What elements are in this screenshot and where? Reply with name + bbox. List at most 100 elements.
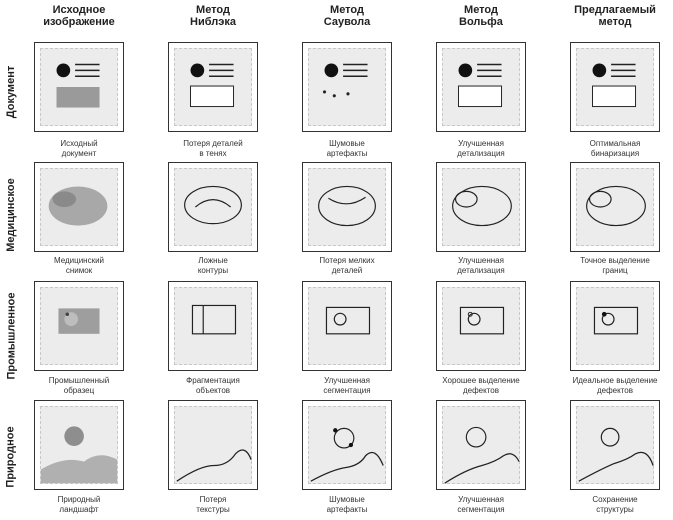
caption-line2: бинаризация — [555, 149, 673, 159]
caption-line1: Шумовые — [287, 495, 407, 505]
thumbnail-natural-niblack — [168, 400, 258, 490]
column-header-line2: Ниблэка — [153, 16, 273, 28]
caption-line2: документ — [19, 149, 139, 159]
thumbnail-document-sauvola — [302, 42, 392, 132]
row-header-label: Документ — [5, 66, 17, 118]
caption-line1: Фрагментация — [153, 376, 273, 386]
caption: Улучшенная сегментация — [287, 376, 407, 396]
caption: Фрагментация объектов — [153, 376, 273, 396]
caption: Исходный документ — [19, 139, 139, 159]
thumbnail-medical-original — [34, 162, 124, 252]
caption: Точное выделение границ — [555, 256, 673, 276]
thumbnail-industrial-wolf — [436, 281, 526, 371]
caption-line2: артефакты — [287, 505, 407, 515]
caption-line2: артефакты — [287, 149, 407, 159]
caption: Хорошее выделение дефектов — [421, 376, 541, 396]
caption: Улучшенная детализация — [421, 139, 541, 159]
caption: Ложные контуры — [153, 256, 273, 276]
column-header-wolf: Метод Вольфа — [421, 4, 541, 28]
thumbnail-natural-sauvola — [302, 400, 392, 490]
caption: Медицинский снимок — [19, 256, 139, 276]
thumbnail-medical-wolf — [436, 162, 526, 252]
row-header-industrial: Промышленное — [3, 281, 19, 391]
thumbnail-medical-sauvola — [302, 162, 392, 252]
caption-line1: Точное выделение — [555, 256, 673, 266]
caption-line1: Улучшенная — [421, 256, 541, 266]
column-header-line1: Исходное — [19, 4, 139, 16]
row-header-label: Природное — [5, 426, 17, 487]
caption-line2: структуры — [555, 505, 673, 515]
thumbnail-industrial-proposed — [570, 281, 660, 371]
column-header-line1: Метод — [421, 4, 541, 16]
caption-line1: Шумовые — [287, 139, 407, 149]
column-header-line1: Метод — [153, 4, 273, 16]
caption-line1: Хорошее выделение — [421, 376, 541, 386]
thumbnail-document-proposed — [570, 42, 660, 132]
thumbnail-medical-niblack — [168, 162, 258, 252]
thumbnail-natural-proposed — [570, 400, 660, 490]
caption-line1: Исходный — [19, 139, 139, 149]
caption: Потеря текстуры — [153, 495, 273, 515]
caption: Идеальное выделение дефектов — [555, 376, 673, 396]
caption-line1: Улучшенная — [421, 139, 541, 149]
thumbnail-natural-wolf — [436, 400, 526, 490]
row-header-natural: Природное — [3, 402, 19, 512]
caption: Промышленный образец — [19, 376, 139, 396]
caption-line1: Оптимальная — [555, 139, 673, 149]
caption-line1: Улучшенная — [287, 376, 407, 386]
caption-line1: Промышленный — [19, 376, 139, 386]
caption-line2: текстуры — [153, 505, 273, 515]
thumbnail-industrial-sauvola — [302, 281, 392, 371]
row-header-label: Промышленное — [5, 293, 17, 380]
caption: Шумовые артефакты — [287, 139, 407, 159]
caption-line1: Медицинский — [19, 256, 139, 266]
caption-line1: Улучшенная — [421, 495, 541, 505]
caption-line2: границ — [555, 266, 673, 276]
row-header-label: Медицинское — [5, 178, 17, 252]
caption-line2: сегментация — [287, 386, 407, 396]
caption-line1: Идеальное выделение — [555, 376, 673, 386]
column-header-line1: Метод — [287, 4, 407, 16]
caption-line2: объектов — [153, 386, 273, 396]
thumbnail-natural-original — [34, 400, 124, 490]
row-header-document: Документ — [3, 37, 19, 147]
thumbnail-document-original — [34, 42, 124, 132]
column-header-line2: изображение — [19, 16, 139, 28]
thumbnail-document-niblack — [168, 42, 258, 132]
caption-line2: детализация — [421, 149, 541, 159]
caption-line1: Сохранение — [555, 495, 673, 505]
caption: Потеря деталей в тенях — [153, 139, 273, 159]
column-header-proposed: Предлагаемый метод — [555, 4, 673, 28]
caption: Оптимальная бинаризация — [555, 139, 673, 159]
thumbnail-document-wolf — [436, 42, 526, 132]
caption-line1: Ложные — [153, 256, 273, 266]
caption-line2: в тенях — [153, 149, 273, 159]
caption: Природный ландшафт — [19, 495, 139, 515]
caption-line2: деталей — [287, 266, 407, 276]
row-header-medical: Медицинское — [3, 160, 19, 270]
column-header-niblack: Метод Ниблэка — [153, 4, 273, 28]
caption-line2: ландшафт — [19, 505, 139, 515]
caption-line2: дефектов — [555, 386, 673, 396]
column-header-line2: метод — [555, 16, 673, 28]
caption-line2: контуры — [153, 266, 273, 276]
caption: Потеря мелких деталей — [287, 256, 407, 276]
caption: Сохранение структуры — [555, 495, 673, 515]
caption-line2: снимок — [19, 266, 139, 276]
caption-line2: дефектов — [421, 386, 541, 396]
thumbnail-industrial-original — [34, 281, 124, 371]
caption-line1: Потеря мелких — [287, 256, 407, 266]
column-header-line2: Вольфа — [421, 16, 541, 28]
column-header-line2: Саувола — [287, 16, 407, 28]
column-header-sauvola: Метод Саувола — [287, 4, 407, 28]
column-header-original: Исходное изображение — [19, 4, 139, 28]
caption: Шумовые артефакты — [287, 495, 407, 515]
caption-line2: сегментация — [421, 505, 541, 515]
caption-line1: Природный — [19, 495, 139, 505]
column-header-line1: Предлагаемый — [555, 4, 673, 16]
caption-line2: образец — [19, 386, 139, 396]
caption: Улучшенная сегментация — [421, 495, 541, 515]
caption-line1: Потеря — [153, 495, 273, 505]
caption-line2: детализация — [421, 266, 541, 276]
caption: Улучшенная детализация — [421, 256, 541, 276]
